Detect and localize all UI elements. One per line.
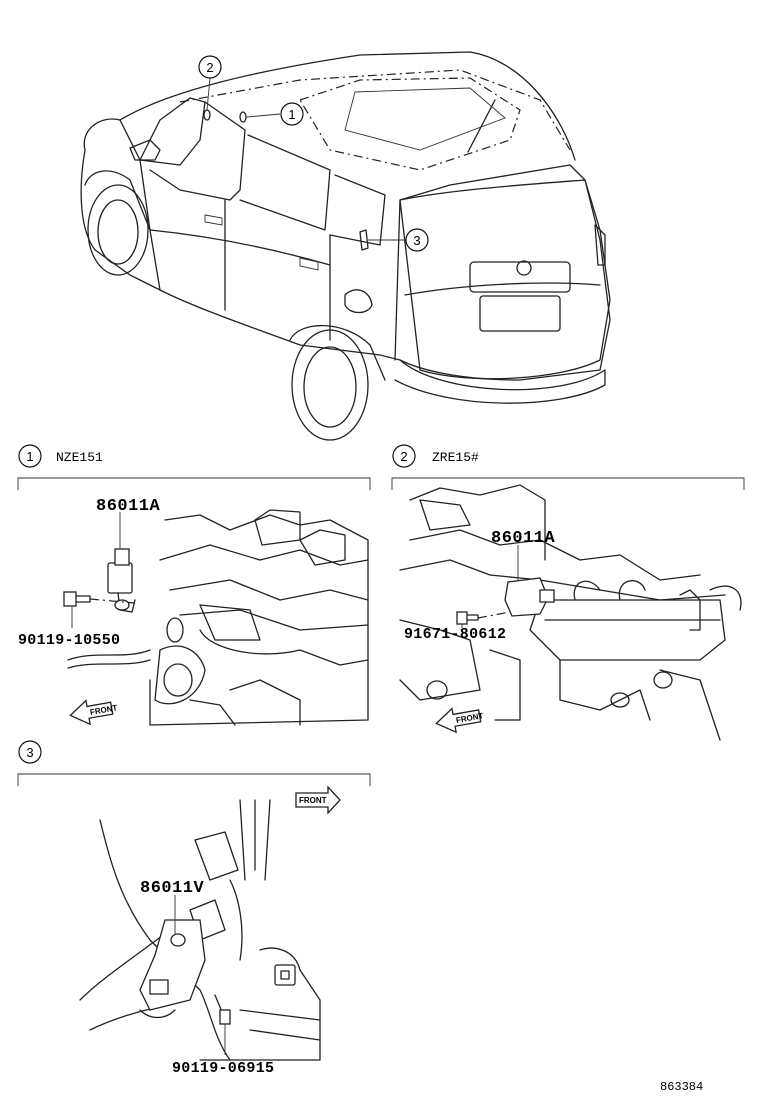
svg-text:FRONT: FRONT — [299, 796, 327, 805]
section-1-front-arrow: FRONT — [69, 699, 118, 726]
section-2-model: ZRE15# — [432, 450, 479, 465]
svg-text:1: 1 — [288, 107, 295, 122]
section-3-part-label[interactable]: 86011V — [140, 879, 205, 898]
section-2-bolt-icon[interactable] — [456, 611, 511, 628]
section-2-knock-sensor[interactable] — [504, 545, 555, 617]
svg-text:2: 2 — [400, 449, 407, 464]
section-2-bolt-number[interactable]: 91671-80612 — [404, 626, 506, 643]
section-2-part-label[interactable]: 86011A — [491, 529, 556, 548]
section-2-header: 2 ZRE15# — [391, 444, 745, 490]
section-1-bolt-icon[interactable] — [63, 591, 184, 643]
section-3-engine — [79, 799, 321, 1061]
section-1-knock-sensor[interactable] — [107, 512, 136, 613]
callout-marker-2[interactable]: 2 — [198, 55, 222, 79]
section-2-engine — [399, 484, 742, 741]
svg-text:2: 2 — [206, 60, 213, 75]
section-1-bolt-number[interactable]: 90119-10550 — [18, 632, 120, 649]
vehicle-illustration — [80, 51, 611, 441]
section-3-bolt-number[interactable]: 90119-06915 — [172, 1060, 274, 1077]
svg-text:1: 1 — [26, 449, 33, 464]
section-3-knock-sensor[interactable] — [139, 895, 206, 1019]
callout-marker-1[interactable]: 1 — [280, 102, 304, 126]
section-3-front-arrow: FRONT — [295, 785, 341, 815]
svg-text:3: 3 — [26, 745, 33, 760]
section-1-header: 1 NZE151 — [17, 444, 371, 490]
section-1-part-label[interactable]: 86011A — [96, 497, 161, 516]
section-2-front-arrow: FRONT — [435, 707, 484, 734]
callout-marker-3[interactable]: 3 — [405, 228, 429, 252]
section-1-model: NZE151 — [56, 450, 103, 465]
section-3-header: 3 — [17, 740, 371, 786]
section-3-bolt-icon[interactable] — [214, 994, 231, 1055]
figure-id: 863384 — [660, 1080, 703, 1094]
section-1-engine — [67, 509, 369, 726]
svg-text:3: 3 — [413, 233, 420, 248]
